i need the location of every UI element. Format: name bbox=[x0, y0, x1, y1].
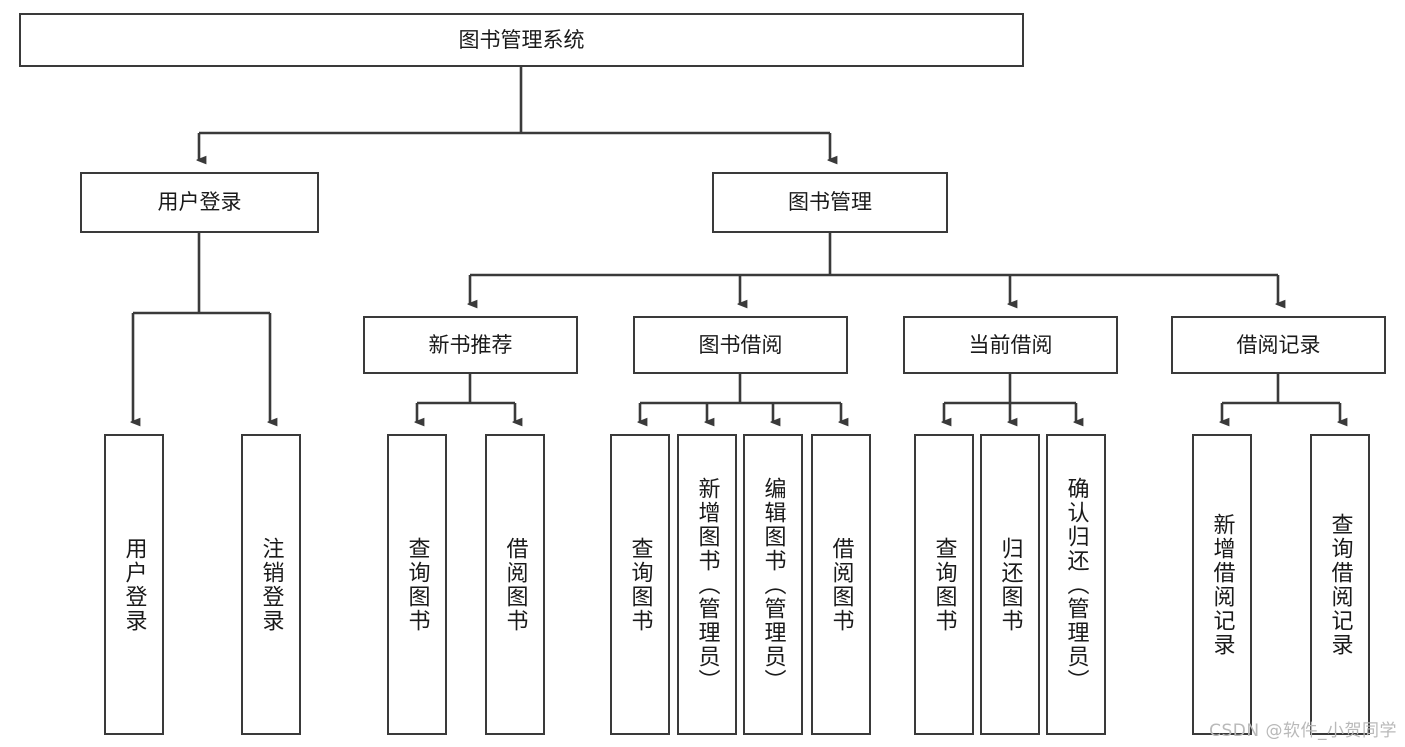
node-user-login-label: 用户登录 bbox=[157, 190, 242, 215]
node-leaf-book-borrow-lend[interactable]: 借阅图书 bbox=[811, 434, 871, 735]
node-current-borrow-label: 当前借阅 bbox=[968, 332, 1053, 357]
node-leaf-new-book-borrow-label: 借阅图书 bbox=[502, 536, 528, 633]
node-leaf-current-borrow-return[interactable]: 归还图书 bbox=[980, 434, 1040, 735]
node-leaf-current-borrow-query-label: 查询图书 bbox=[931, 536, 957, 633]
node-root-system-label: 图书管理系统 bbox=[458, 27, 585, 52]
node-current-borrow[interactable]: 当前借阅 bbox=[903, 316, 1118, 374]
node-leaf-borrow-record-query-label: 查询借阅记录 bbox=[1327, 512, 1353, 657]
node-book-management[interactable]: 图书管理 bbox=[712, 172, 948, 233]
node-leaf-book-borrow-add-label: 新增图书（管理员） bbox=[694, 476, 720, 693]
node-new-book-recommend[interactable]: 新书推荐 bbox=[363, 316, 578, 374]
node-leaf-current-borrow-query[interactable]: 查询图书 bbox=[914, 434, 974, 735]
node-leaf-current-borrow-confirm[interactable]: 确认归还（管理员） bbox=[1046, 434, 1106, 735]
node-leaf-new-book-borrow[interactable]: 借阅图书 bbox=[485, 434, 545, 735]
node-leaf-borrow-record-add-label: 新增借阅记录 bbox=[1209, 512, 1235, 657]
node-book-management-label: 图书管理 bbox=[788, 190, 872, 215]
node-leaf-user-login-signin[interactable]: 用户登录 bbox=[104, 434, 164, 735]
node-root-system[interactable]: 图书管理系统 bbox=[19, 13, 1024, 67]
node-leaf-new-book-query[interactable]: 查询图书 bbox=[387, 434, 447, 735]
node-leaf-book-borrow-edit-label: 编辑图书（管理员） bbox=[760, 476, 786, 693]
node-leaf-current-borrow-return-label: 归还图书 bbox=[997, 536, 1023, 633]
node-borrow-record-label: 借阅记录 bbox=[1236, 332, 1321, 357]
node-leaf-borrow-record-add[interactable]: 新增借阅记录 bbox=[1192, 434, 1252, 735]
node-leaf-user-login-signout[interactable]: 注销登录 bbox=[241, 434, 301, 735]
node-book-borrow[interactable]: 图书借阅 bbox=[633, 316, 848, 374]
node-leaf-book-borrow-query-label: 查询图书 bbox=[627, 536, 653, 633]
csdn-watermark: CSDN @软件_小贺同学 bbox=[1209, 721, 1397, 741]
node-leaf-current-borrow-confirm-label: 确认归还（管理员） bbox=[1063, 476, 1089, 693]
node-leaf-user-login-signout-label: 注销登录 bbox=[258, 536, 284, 633]
node-book-borrow-label: 图书借阅 bbox=[698, 332, 783, 357]
node-leaf-book-borrow-add[interactable]: 新增图书（管理员） bbox=[677, 434, 737, 735]
node-leaf-book-borrow-lend-label: 借阅图书 bbox=[828, 536, 854, 633]
node-leaf-new-book-query-label: 查询图书 bbox=[404, 536, 430, 633]
node-user-login[interactable]: 用户登录 bbox=[80, 172, 319, 233]
node-leaf-borrow-record-query[interactable]: 查询借阅记录 bbox=[1310, 434, 1370, 735]
node-leaf-user-login-signin-label: 用户登录 bbox=[121, 536, 147, 633]
node-leaf-book-borrow-query[interactable]: 查询图书 bbox=[610, 434, 670, 735]
node-leaf-book-borrow-edit[interactable]: 编辑图书（管理员） bbox=[743, 434, 803, 735]
node-borrow-record[interactable]: 借阅记录 bbox=[1171, 316, 1386, 374]
node-new-book-recommend-label: 新书推荐 bbox=[428, 332, 513, 357]
